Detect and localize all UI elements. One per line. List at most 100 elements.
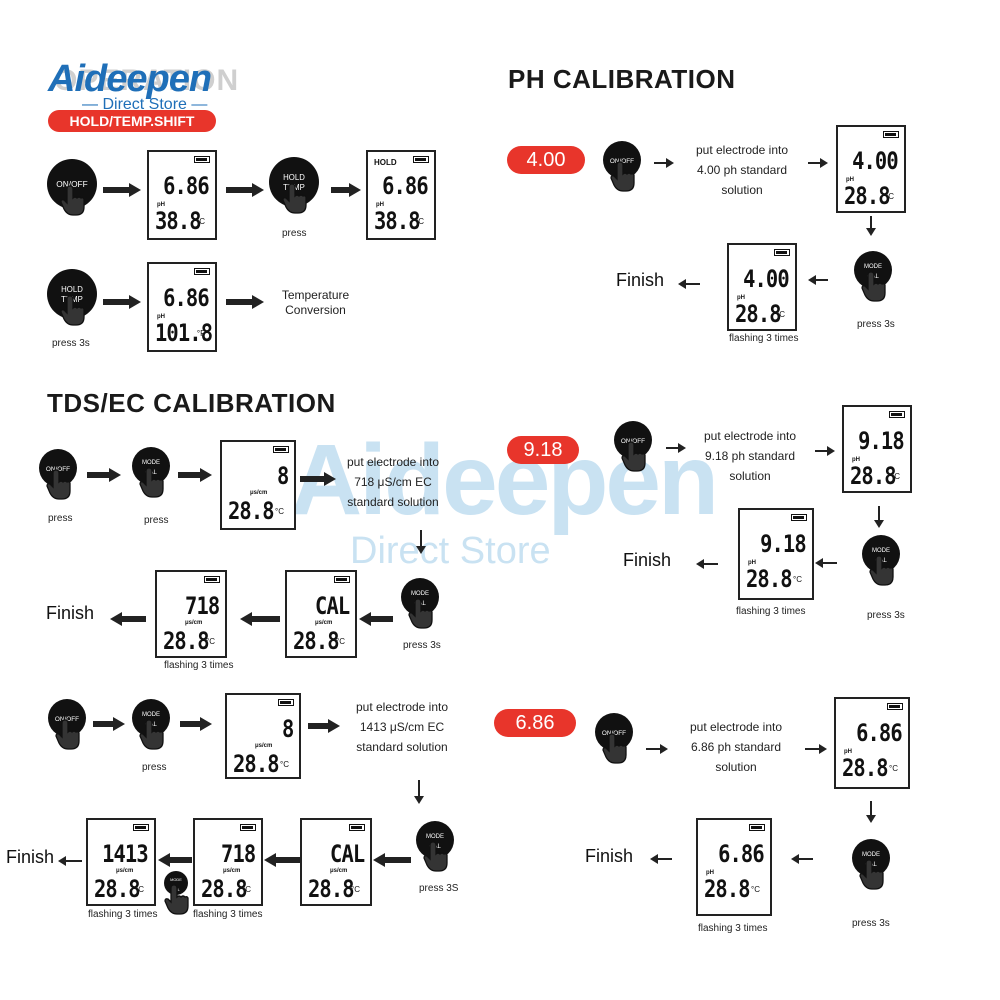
instruction-line: solution bbox=[721, 183, 763, 197]
mode-cal-button-ph686[interactable]: MODECAL bbox=[851, 838, 891, 900]
press-3s-label: press 3s bbox=[857, 319, 895, 330]
flow-arrow-icon bbox=[815, 443, 835, 456]
lcd-main-reading: 718 bbox=[184, 592, 220, 620]
pressing-hand-icon bbox=[610, 161, 635, 192]
instruction-line: 4.00 ph standard bbox=[696, 163, 788, 177]
onoff-button-ec1-icon: ON/OFF bbox=[39, 449, 77, 500]
flow-arrow-icon bbox=[264, 853, 300, 867]
flow-arrow-icon bbox=[93, 717, 125, 731]
instruction-line: solution bbox=[715, 760, 757, 774]
press-label: press bbox=[282, 228, 307, 239]
battery-icon bbox=[413, 156, 429, 163]
battery-icon bbox=[133, 824, 149, 831]
pressing-hand-icon bbox=[621, 441, 646, 472]
onoff-button-ph686[interactable]: ON/OFF bbox=[594, 712, 634, 774]
flow-arrow-icon bbox=[226, 183, 264, 197]
mode-cal-button-ec2[interactable]: MODECAL bbox=[131, 698, 171, 760]
flow-arrow-icon bbox=[300, 472, 336, 486]
lcd-main-reading: 1413 bbox=[102, 840, 149, 868]
mode-cal-button-ph918-icon: MODECAL bbox=[862, 535, 900, 586]
lcd-main-reading: 6.86 bbox=[718, 840, 765, 868]
lcd-temp-unit: °C bbox=[280, 760, 289, 769]
flashing-label: flashing 3 times bbox=[729, 333, 799, 344]
logo-brand: Aideepen bbox=[48, 58, 212, 100]
flashing-label: flashing 3 times bbox=[164, 660, 234, 671]
mode-cal-button-ec1[interactable]: MODECAL bbox=[131, 446, 171, 508]
battery-icon bbox=[334, 576, 350, 583]
battery-icon bbox=[883, 131, 899, 138]
lcd-main-reading: 718 bbox=[220, 840, 256, 868]
hold-temp-shift-badge: HOLD/TEMP.SHIFT bbox=[48, 110, 216, 132]
svg-text:HOLD: HOLD bbox=[61, 285, 83, 294]
onoff-button-ec2[interactable]: ON/OFF bbox=[47, 698, 87, 760]
lcd-temperature-reading: 28.8 bbox=[746, 565, 793, 593]
lcd-unit: μs/cm bbox=[315, 620, 333, 626]
lcd-temperature-reading: 28.8 bbox=[233, 750, 280, 778]
instruction-line: put electrode into bbox=[703, 429, 797, 443]
press-3s-label: press 3s bbox=[867, 610, 905, 621]
flow-arrow-icon bbox=[646, 741, 668, 754]
battery-icon bbox=[791, 514, 807, 521]
instruction-line: put electrode into bbox=[355, 700, 449, 714]
mode-cal-button-ph400-icon: MODECAL bbox=[854, 251, 892, 302]
temp-conv-line: Temperature bbox=[281, 288, 350, 302]
lcd-unit: pH bbox=[157, 202, 165, 208]
flashing-label: flashing 3 times bbox=[736, 606, 806, 617]
instruction-line: standard solution bbox=[356, 740, 448, 754]
temp-conv-line: Conversion bbox=[285, 303, 346, 317]
svg-text:ON/OFF: ON/OFF bbox=[56, 179, 87, 189]
mode-cal-button-ph400[interactable]: MODECAL bbox=[853, 250, 893, 312]
onoff-button-ph400[interactable]: ON/OFF bbox=[602, 140, 642, 202]
lcd-temp-unit: °C bbox=[751, 885, 760, 894]
pressing-hand-icon bbox=[408, 598, 433, 629]
mode-cal-button-ph918[interactable]: MODECAL bbox=[861, 534, 901, 596]
onoff-button-ph918[interactable]: ON/OFF bbox=[613, 420, 653, 482]
battery-icon bbox=[887, 703, 903, 710]
lcd-main-reading: 4.00 bbox=[743, 265, 790, 293]
lcd-main-reading: CAL bbox=[314, 592, 350, 620]
mode-cal-button-ec2b-icon: MODECAL bbox=[416, 821, 454, 872]
mode-cal-button-ec2b[interactable]: MODECAL bbox=[415, 820, 455, 882]
lcd-temperature-reading: 28.8 bbox=[201, 875, 248, 903]
flow-arrow-icon bbox=[791, 851, 813, 864]
hold-temp-button-op2[interactable]: HOLDTEMP bbox=[46, 268, 98, 342]
flow-arrow-icon bbox=[58, 853, 82, 866]
flashing-label: flashing 3 times bbox=[88, 909, 158, 920]
lcd-temp-unit: °C bbox=[776, 310, 785, 319]
lcd-unit: pH bbox=[706, 870, 714, 876]
mode-cal-button-ec2-icon: MODECAL bbox=[132, 699, 170, 750]
press-label: press bbox=[48, 513, 73, 524]
lcd-temp-unit: °C bbox=[206, 637, 215, 646]
lcd-temp-unit: °C bbox=[891, 472, 900, 481]
lcd-unit: pH bbox=[376, 202, 384, 208]
svg-text:ON/OFF: ON/OFF bbox=[55, 716, 79, 723]
battery-icon bbox=[204, 576, 220, 583]
flow-arrow-icon bbox=[308, 719, 340, 733]
lcd-unit: μs/cm bbox=[330, 868, 348, 874]
flow-arrow-icon bbox=[110, 612, 146, 626]
onoff-button-ec2-icon: ON/OFF bbox=[48, 699, 86, 750]
hold-temp-button-op[interactable]: HOLDTEMP bbox=[268, 156, 320, 230]
onoff-button-ph918-icon: ON/OFF bbox=[614, 421, 652, 472]
svg-text:HOLD: HOLD bbox=[283, 173, 305, 182]
svg-text:ON/OFF: ON/OFF bbox=[621, 438, 645, 445]
hold-indicator: HOLD bbox=[374, 158, 397, 167]
flow-arrow-icon bbox=[226, 295, 264, 309]
onoff-button-op1-icon: ON/OFF bbox=[47, 159, 97, 216]
svg-text:ON/OFF: ON/OFF bbox=[610, 158, 634, 165]
onoff-button-op1[interactable]: ON/OFF bbox=[46, 158, 98, 232]
mode-cal-button-ec2-small[interactable]: MODECAL bbox=[163, 870, 189, 918]
battery-icon bbox=[774, 249, 790, 256]
ph-tag-686: 6.86 bbox=[494, 709, 576, 737]
svg-text:MODE: MODE bbox=[142, 460, 160, 466]
svg-text:ON/OFF: ON/OFF bbox=[46, 466, 70, 473]
onoff-button-ec1[interactable]: ON/OFF bbox=[38, 448, 78, 510]
mode-cal-button-ec1b-icon: MODECAL bbox=[401, 578, 439, 629]
mode-cal-button-ec1b[interactable]: MODECAL bbox=[400, 577, 440, 639]
instruction-line: 9.18 ph standard bbox=[704, 449, 796, 463]
